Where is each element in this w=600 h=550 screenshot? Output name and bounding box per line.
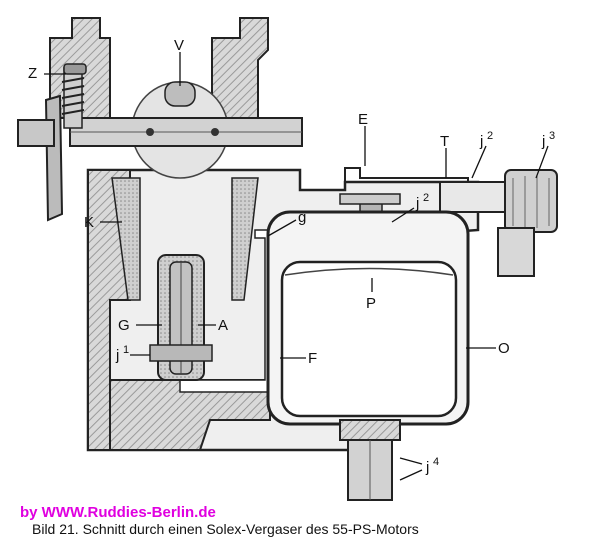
label-j1: j <box>115 347 119 364</box>
label-j2-top-sup: 2 <box>487 130 493 142</box>
float-chamber <box>266 210 470 501</box>
label-f: F <box>308 350 317 367</box>
label-o: O <box>498 340 510 357</box>
figure-caption: Bild 21. Schnitt durch einen Solex-Verga… <box>32 521 419 537</box>
label-g-capital: G <box>118 317 130 334</box>
label-k: K <box>84 214 94 231</box>
label-j2-needle-sup: 2 <box>423 192 429 204</box>
label-j4-sup: 4 <box>433 456 439 468</box>
label-j2-top: j <box>479 133 483 150</box>
label-t: T <box>440 133 449 150</box>
label-v: V <box>174 37 184 54</box>
throttle-assembly <box>17 63 303 222</box>
label-j2-needle: j <box>415 195 419 212</box>
label-j1-sup: 1 <box>123 344 129 356</box>
label-j3: j <box>541 133 545 150</box>
label-z: Z <box>28 65 37 82</box>
label-e: E <box>358 111 368 128</box>
leader-lines <box>44 52 549 481</box>
label-a: A <box>218 317 228 334</box>
watermark: by WWW.Ruddies-Berlin.de <box>20 504 216 521</box>
label-g-small: g <box>298 209 306 226</box>
label-j4: j <box>425 459 429 476</box>
label-j3-sup: 3 <box>549 130 555 142</box>
main-jet-assembly <box>149 254 213 381</box>
label-p: P <box>366 295 376 312</box>
